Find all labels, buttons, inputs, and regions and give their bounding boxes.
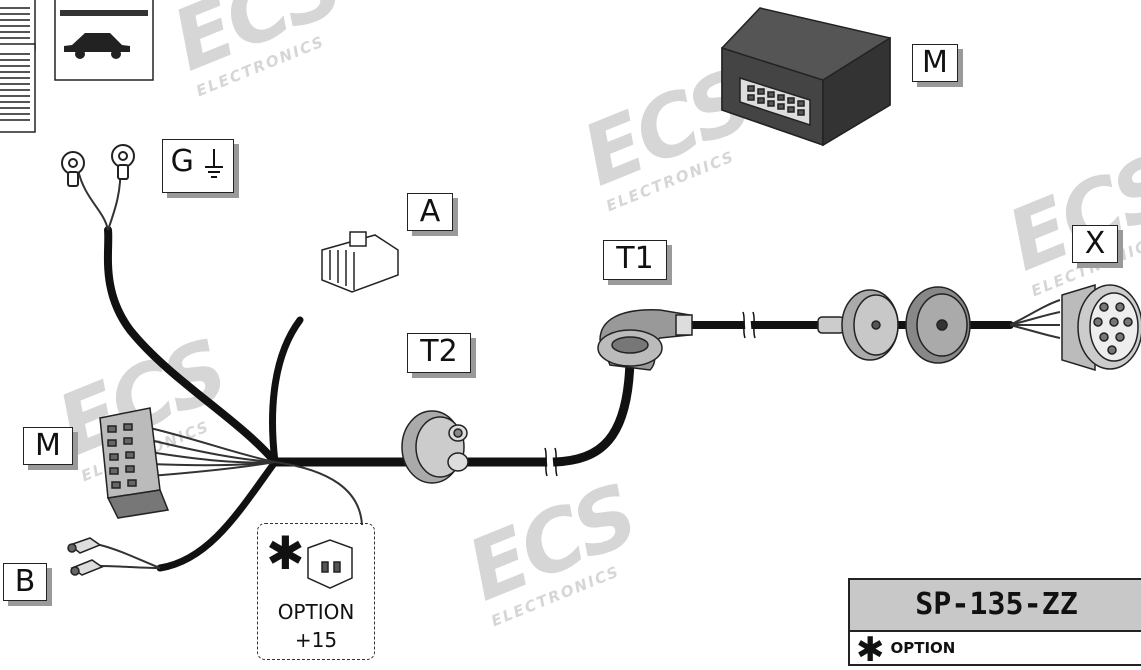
boot-t1 xyxy=(597,309,693,371)
label-a: A xyxy=(407,193,453,231)
connector-a xyxy=(321,231,399,293)
option-box: ✱ OPTION +15 xyxy=(257,523,375,660)
instruction-manual xyxy=(0,0,154,133)
legend-star-icon: ✱ xyxy=(856,630,885,670)
spade-terminals-b xyxy=(67,537,104,576)
socket-plates xyxy=(817,286,971,364)
ground-ring-terminals xyxy=(61,144,135,187)
label-ground: G xyxy=(162,139,234,193)
label-t1: T1 xyxy=(603,240,667,280)
option-star-icon: ✱ xyxy=(266,526,305,580)
part-number: SP-135-ZZ xyxy=(850,580,1141,632)
label-t2: T2 xyxy=(407,333,471,373)
option-connector xyxy=(307,539,353,589)
option-label: OPTION xyxy=(277,600,355,624)
option-voltage: +15 xyxy=(294,628,338,652)
label-x: X xyxy=(1072,225,1118,263)
label-connector-m: M xyxy=(23,427,73,465)
module-m xyxy=(721,7,891,147)
part-option-legend: ✱ OPTION xyxy=(850,632,1141,667)
ground-icon xyxy=(205,149,224,178)
legend-option-text: OPTION xyxy=(890,639,956,657)
label-module-m: M xyxy=(912,44,958,82)
label-ground-text: G xyxy=(170,144,194,179)
part-number-box: SP-135-ZZ ✱ OPTION xyxy=(848,578,1141,667)
label-b: B xyxy=(3,563,47,601)
grommet-t2 xyxy=(401,410,469,484)
connector-m xyxy=(99,407,170,519)
plug-x xyxy=(1061,283,1141,372)
